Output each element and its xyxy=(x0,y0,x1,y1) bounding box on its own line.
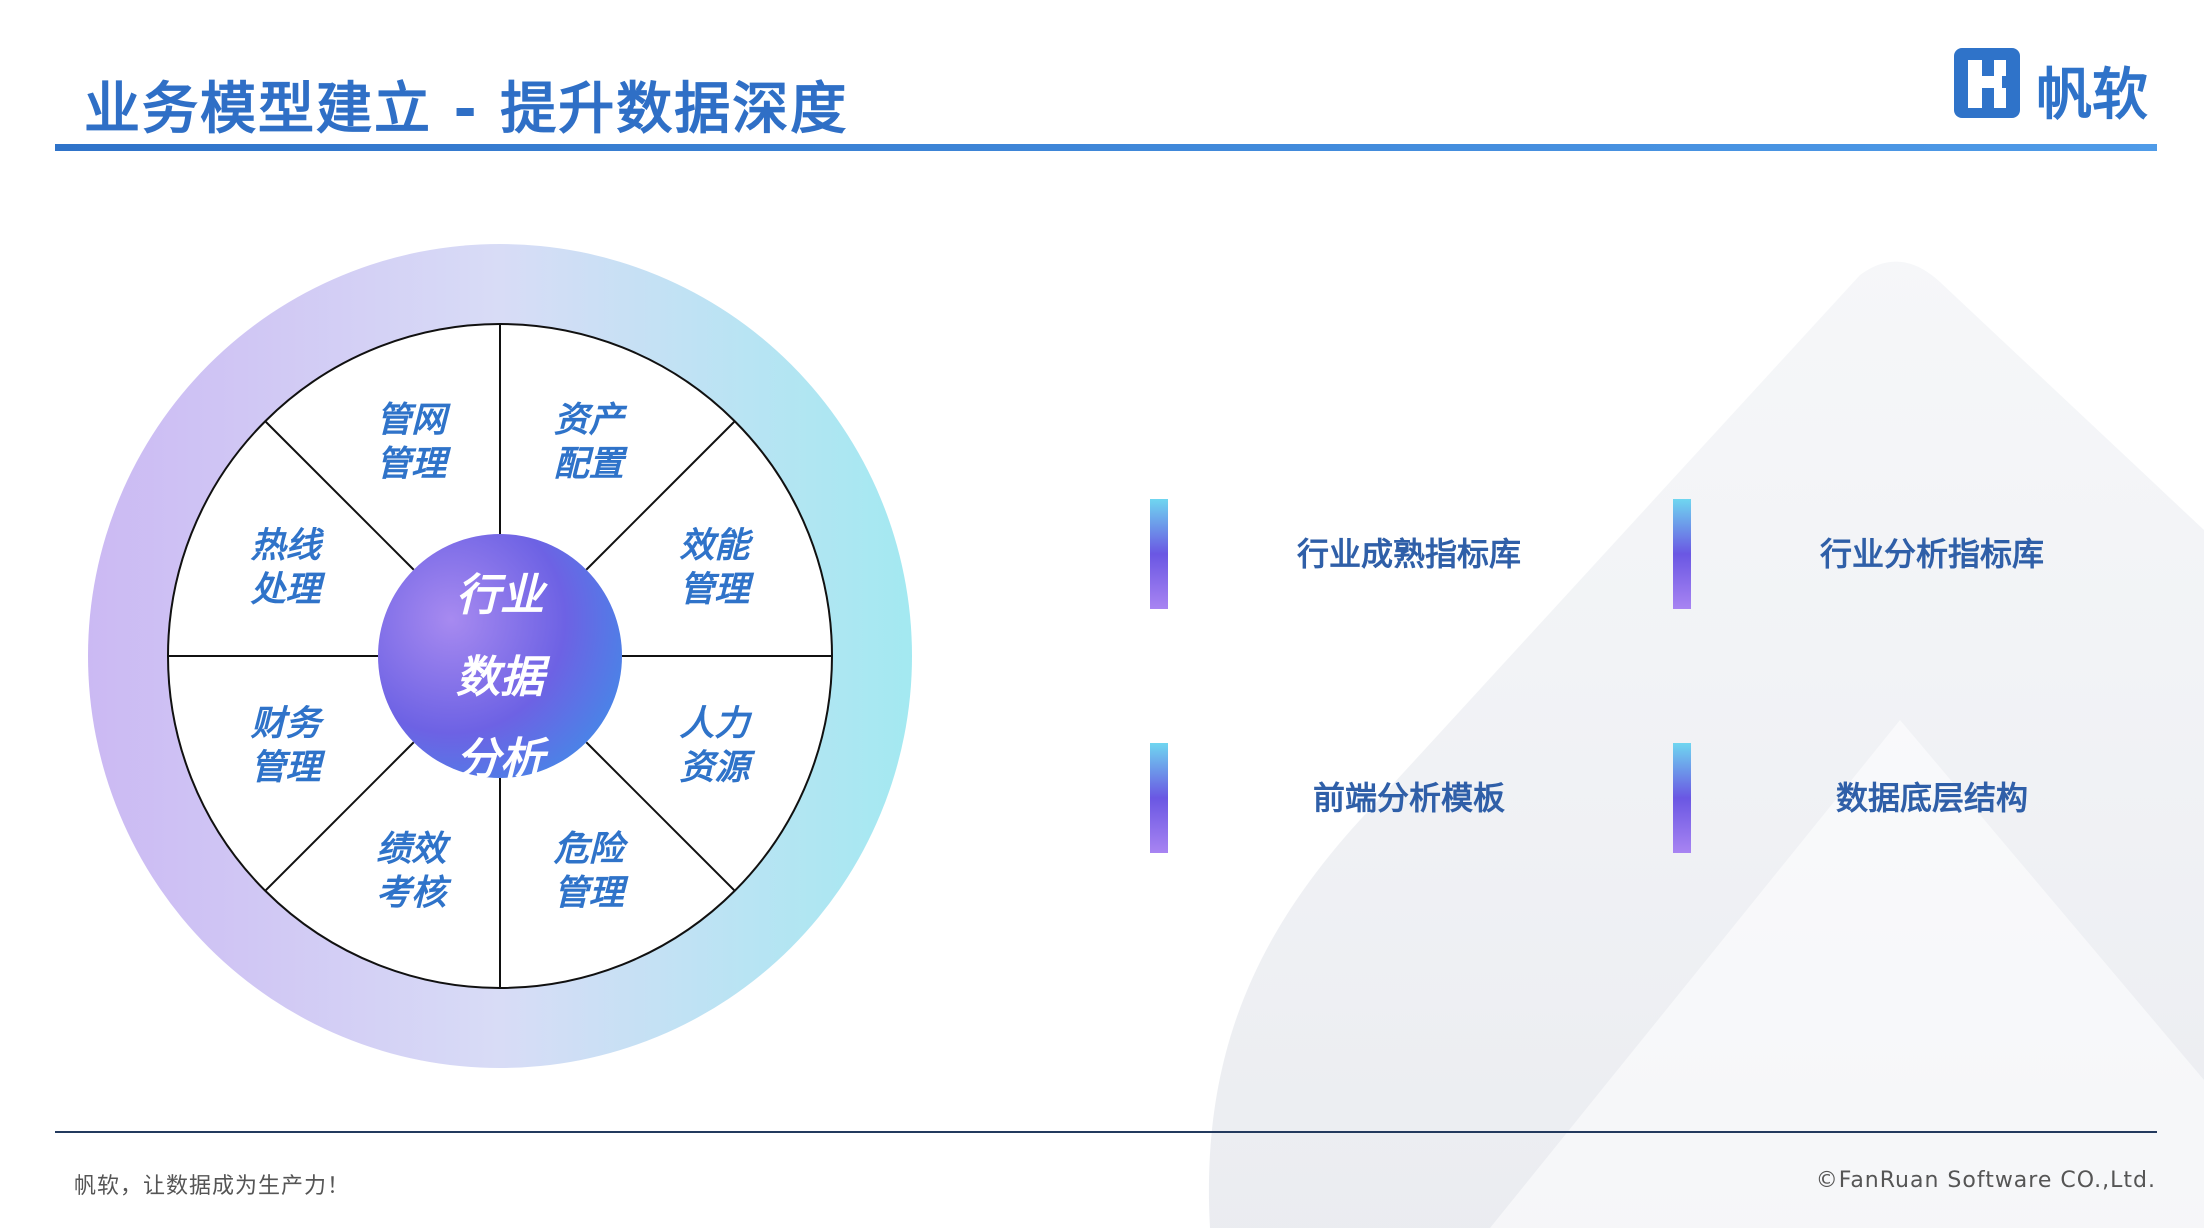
card-frontend-templates: 前端分析模板 xyxy=(1150,743,1630,853)
wheel-spoke xyxy=(585,420,736,571)
card-accent-bar xyxy=(1673,499,1691,609)
hub-label-line: 分析 xyxy=(456,734,550,785)
card-data-base-structure: 数据底层结构 xyxy=(1673,743,2153,853)
wheel-segment-label: 资产配置 xyxy=(554,401,629,485)
card-label: 行业分析指标库 xyxy=(1819,535,2044,573)
wheel-segment-label: 热线处理 xyxy=(250,526,326,610)
wheel-segment-label: 危险管理 xyxy=(553,829,629,913)
wheel-segment-label: 管网管理 xyxy=(376,401,451,485)
card-industry-mature-indicators: 行业成熟指标库 xyxy=(1150,499,1630,609)
wheel-spoke xyxy=(264,741,415,892)
footer-divider xyxy=(55,1131,2157,1133)
card-label: 数据底层结构 xyxy=(1835,779,2028,817)
card-industry-analysis-indicators: 行业分析指标库 xyxy=(1673,499,2153,609)
card-label: 行业成熟指标库 xyxy=(1296,535,1521,573)
wheel-spoke xyxy=(585,741,736,892)
footer-slogan: 帆软，让数据成为生产力！ xyxy=(74,1174,351,1199)
card-label: 前端分析模板 xyxy=(1312,779,1505,817)
wheel-segment-label: 绩效考核 xyxy=(376,829,452,913)
wheel-segment-label: 效能管理 xyxy=(679,526,754,610)
wheel-segment-label: 财务管理 xyxy=(251,704,326,788)
footer-copyright: ©FanRuan Software CO.,Ltd. xyxy=(1815,1168,2156,1193)
card-accent-bar xyxy=(1150,499,1168,609)
center-hub xyxy=(378,534,622,778)
hub-label-line: 数据 xyxy=(456,652,551,703)
card-accent-bar xyxy=(1673,743,1691,853)
hub-label-line: 行业 xyxy=(456,570,548,621)
card-accent-bar xyxy=(1150,743,1168,853)
logo-text: 帆软 xyxy=(2036,63,2148,128)
fanruan-logo-icon xyxy=(1954,48,2020,118)
header-divider xyxy=(55,144,2157,151)
wheel-segment-label: 人力资源 xyxy=(679,704,755,788)
page-title: 业务模型建立 - 提升数据深度 xyxy=(84,77,849,142)
wheel-spokes xyxy=(168,324,832,988)
brand-logo: 帆软 xyxy=(1954,48,2154,128)
wheel-spoke xyxy=(264,420,415,571)
